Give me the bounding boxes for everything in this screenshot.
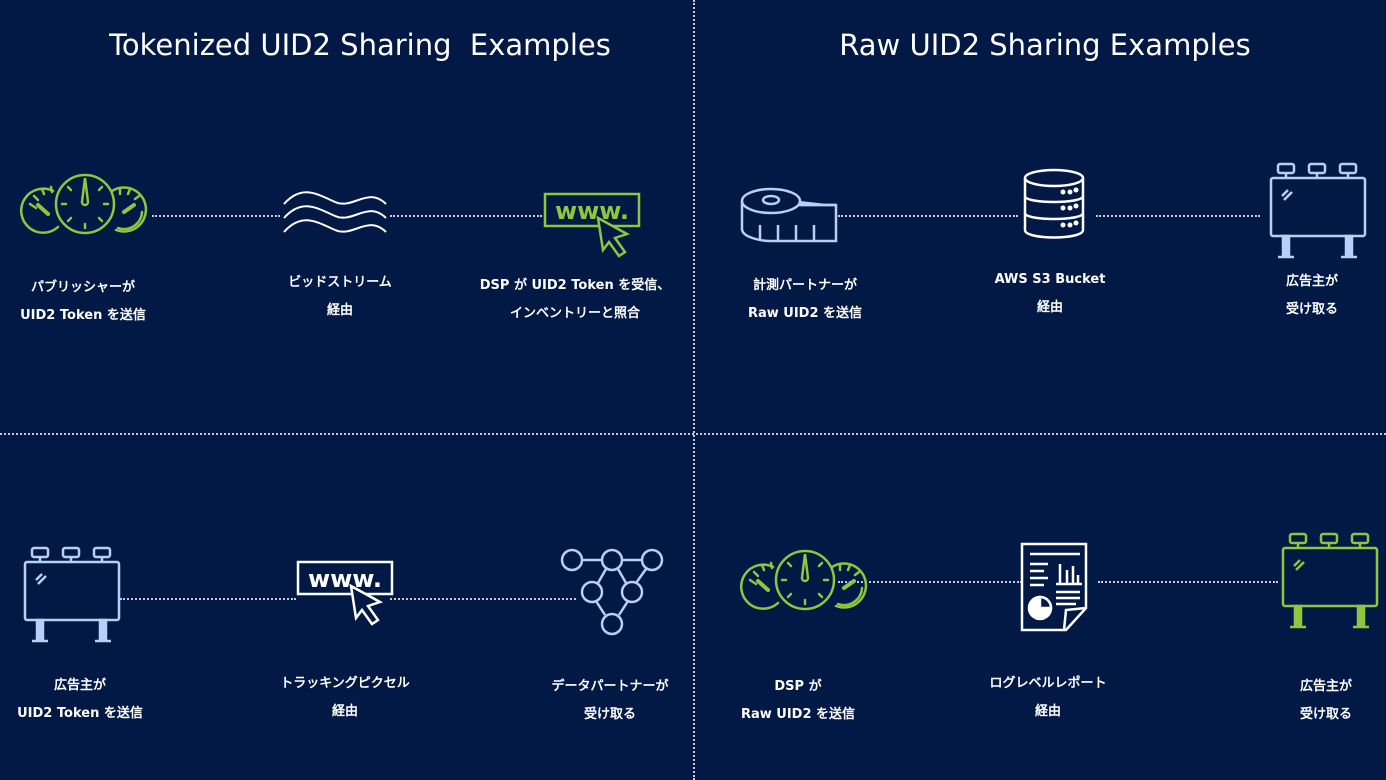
flow-step-label: 広告主が 受け取る	[1299, 679, 1352, 722]
connector-line	[152, 215, 280, 217]
connector-line	[838, 581, 1022, 583]
flow-step-label: AWS S3 Bucket 経由	[994, 272, 1106, 315]
flow-step-label: データパートナーが 受け取る	[551, 679, 669, 722]
log-report-icon	[1020, 542, 1088, 632]
billboard-icon	[1269, 162, 1367, 259]
flow-step-label: DSP が Raw UID2 を送信	[740, 679, 856, 722]
flow-step-label: トラッキングピクセル 経由	[280, 676, 410, 719]
connector-line	[120, 598, 296, 600]
vertical-divider	[693, 0, 695, 780]
dashboard-gauges-icon	[740, 549, 868, 611]
raw-section-title: Raw UID2 Sharing Examples	[839, 28, 1251, 62]
connector-line	[390, 598, 576, 600]
flow-step-label: 広告主が 受け取る	[1285, 274, 1338, 317]
dashboard-gauges-icon	[20, 173, 148, 235]
connector-line	[390, 215, 542, 217]
horizontal-divider	[0, 433, 1386, 435]
network-nodes-icon	[560, 548, 664, 636]
svg-text:www.: www.	[308, 565, 382, 593]
connector-line	[1098, 581, 1278, 583]
flow-step-label: ログレベルレポート 経由	[989, 676, 1107, 719]
flow-step-label: DSP が UID2 Token を受信、 インベントリーと照合	[479, 278, 671, 321]
database-icon	[1023, 168, 1085, 239]
svg-text:www.: www.	[555, 197, 629, 225]
www-cursor-icon: www.	[543, 192, 641, 258]
connector-line	[1096, 215, 1260, 217]
flow-step-label: パブリッシャーが UID2 Token を送信	[20, 280, 146, 323]
bidstream-waves-icon	[283, 191, 387, 233]
flow-step-label: 計測パートナーが Raw UID2 を送信	[747, 278, 863, 321]
tape-measure-icon	[740, 187, 838, 243]
tokenized-section-title: Tokenized UID2 Sharing Examples	[109, 28, 611, 62]
flow-step-label: ビッドストリーム 経由	[288, 275, 392, 318]
connector-line	[838, 215, 1018, 217]
www-cursor-icon: www.	[296, 560, 394, 626]
flow-step-label: 広告主が UID2 Token を送信	[17, 678, 143, 721]
billboard-icon	[1281, 532, 1379, 629]
billboard-icon	[23, 546, 121, 643]
